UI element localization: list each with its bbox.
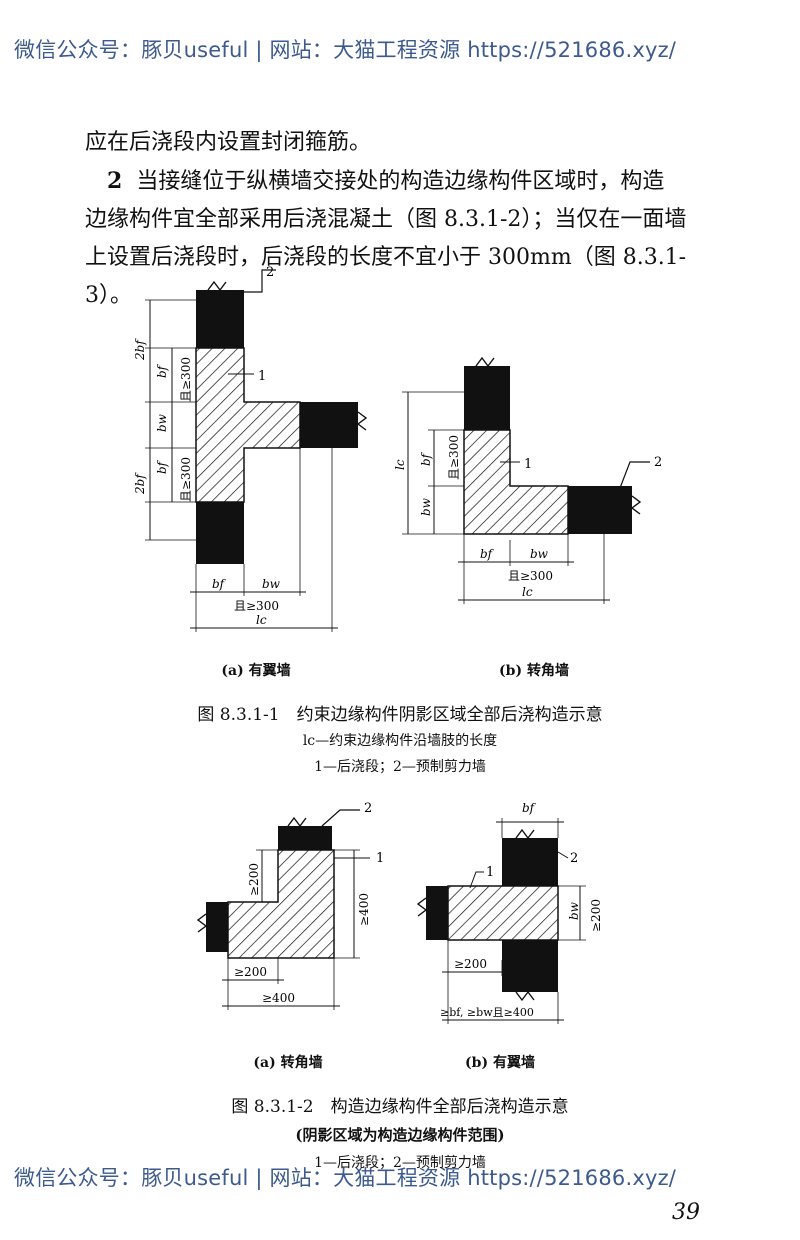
precast-wall-side [426,886,448,940]
figure-2-note-1: (阴影区域为构造边缘构件范围) [295,1126,505,1144]
label-ge300-lower: 且≥300 [179,457,193,502]
label-2bf-lower: 2bf [133,472,147,495]
label-ge200-vert: ≥200 [247,863,261,896]
label-1: 1 [376,851,384,866]
label-ge200-horiz: ≥200 [454,957,487,971]
post-cast-segment [227,849,335,959]
figure-2a-diagram: 2 1 ≥200 ≥400 ≥200 ≥400 [196,801,384,1010]
post-cast-segment [463,429,569,535]
label-ge200-horiz: ≥200 [234,965,267,979]
label-bw: bw [155,413,169,432]
precast-wall-bottom [502,940,558,992]
figure-1b-diagram: 2 1 lc bf bw 且≥300 bf bw 且≥300 lc [393,356,662,604]
figure-2b-subcaption: (b) 有翼墙 [465,1055,535,1071]
figure-1a-diagram: 2 1 2bf 2bf bf bw bf 且≥300 且≥300 bf bw 且… [133,265,368,632]
label-bf-upper: bf [155,363,169,378]
label-ge400-vert: ≥400 [357,893,371,926]
figure-1b-subcaption: (b) 转角墙 [499,663,569,679]
label-ge400-horiz: ≥400 [262,991,295,1005]
figure-2-note-2: 1—后浇段；2—预制剪力墙 [314,1155,486,1171]
paragraph-line-1: 应在后浇段内设置封闭箍筋。 [85,130,372,155]
label-bf-bottom: bf [480,547,495,561]
figure-1a-subcaption: (a) 有翼墙 [221,663,291,679]
figure-2b-diagram: bf 2 1 bw ≥200 ≥200 ≥bf, ≥bw且≥400 [416,801,603,1024]
paragraph-line-2-text: 当接缝位于纵横墙交接处的构造边缘构件区域时，构造 [136,169,665,194]
label-bf-lower: bf [155,459,169,474]
label-bf: bf [419,451,433,466]
label-1: 1 [258,369,266,384]
label-2: 2 [266,265,274,280]
figure-1-caption: 图 8.3.1-1 约束边缘构件阴影区域全部后浇构造示意 [197,705,603,725]
label-ge300-vert: 且≥300 [447,435,461,480]
figure-2-caption: 图 8.3.1-2 构造边缘构件全部后浇构造示意 [231,1097,569,1117]
paragraph-line-2: 2 当接缝位于纵横墙交接处的构造边缘构件区域时，构造 [85,162,725,201]
label-combo: ≥bf, ≥bw且≥400 [440,1006,534,1019]
label-2: 2 [364,801,372,816]
item-number: 2 [107,168,123,194]
label-bw-bottom: bw [262,577,281,591]
label-lc-bottom: lc [522,585,533,599]
label-2bf-upper: 2bf [133,338,147,361]
paragraph-line-4: 上设置后浇段时，后浇段的长度不宜小于 300mm（图 8.3.1-3）。 [85,245,687,308]
precast-wall-side [300,402,358,448]
precast-wall-top [464,366,510,430]
label-lc: lc [256,613,267,627]
precast-wall-bottom [196,502,244,564]
paragraph-line-3: 边缘构件宜全部采用后浇混凝土（图 8.3.1-2）；当仅在一面墙 [85,207,687,232]
label-ge300-bottom: 且≥300 [508,569,553,583]
precast-wall-side [568,486,632,534]
figure-1-note-2: 1—后浇段；2—预制剪力墙 [314,759,486,775]
label-bw: bw [419,497,433,516]
page-number: 39 [672,1200,700,1225]
label-2: 2 [654,455,662,470]
figure-2a-subcaption: (a) 转角墙 [253,1055,323,1071]
label-bf-top: bf [522,801,537,815]
label-lc-vert: lc [393,459,407,470]
label-ge300-bottom: 且≥300 [234,599,279,613]
watermark-bottom: 微信公众号：豚贝useful | 网站：大猫工程资源 https://52168… [14,1166,677,1190]
label-2: 2 [570,851,578,866]
label-bw-bottom: bw [530,547,549,561]
label-1: 1 [486,865,494,880]
precast-wall-top [278,826,332,850]
watermark-top: 微信公众号：豚贝useful | 网站：大猫工程资源 https://52168… [14,38,677,62]
precast-wall-top [196,290,244,348]
precast-wall-side [206,902,228,952]
precast-wall-top [502,838,558,886]
label-ge300-upper: 且≥300 [179,357,193,402]
post-cast-segment [447,885,559,941]
label-bw: bw [567,901,581,920]
label-ge200-vert: ≥200 [589,899,603,932]
label-bf-bottom: bf [212,577,227,591]
post-cast-segment [195,347,301,503]
figure-1-note-1: lc—约束边缘构件沿墙肢的长度 [302,733,498,749]
label-1: 1 [524,457,532,472]
